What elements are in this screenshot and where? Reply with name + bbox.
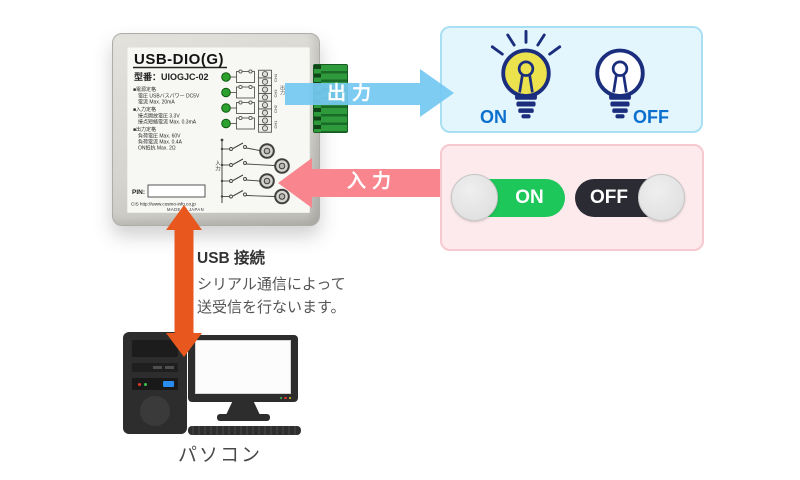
slot-detail — [165, 366, 174, 369]
light-rays — [490, 30, 562, 56]
usb-note-line1: シリアル通信によって — [197, 276, 346, 293]
monitor-led — [279, 396, 282, 399]
tower-power-button — [163, 381, 174, 387]
bulb-off-label: OFF — [633, 107, 669, 127]
tower-speaker — [140, 396, 170, 426]
channel-label: CH4 — [273, 73, 278, 82]
input-section-label: 入力 — [214, 160, 221, 172]
monitor-led — [284, 396, 287, 399]
spec-line: ■入力定格 — [133, 106, 156, 113]
tower-led-red — [138, 382, 141, 386]
output-arrow — [285, 69, 454, 117]
pin-label: PIN: — [132, 189, 145, 196]
pc-tower — [123, 332, 187, 434]
usb-connection-arrow — [166, 205, 202, 357]
pc-monitor — [188, 335, 298, 402]
lightbulb-off-icon — [595, 48, 645, 119]
input-screw-terminals — [259, 143, 290, 205]
tower-control-panel — [132, 378, 178, 390]
spec-line: 負荷電流 Max. 0.4A — [138, 139, 183, 146]
spec-line: 電流 Max. 20mA — [138, 99, 175, 106]
channel-label: CH2 — [273, 104, 278, 113]
pin-box — [147, 184, 206, 198]
input-source-panel: ON OFF — [440, 144, 704, 251]
input-arrow-label: 入力 — [346, 171, 397, 192]
status-leds — [221, 72, 231, 129]
toggle-on-knob — [451, 174, 498, 221]
monitor-stand-neck — [226, 402, 260, 415]
spec-line: ■出力定格 — [133, 126, 156, 133]
device-specs: ■電源定格 電圧 USBバスパワー DC5V 電流 Max. 20mA ■入力定… — [133, 86, 200, 152]
spec-line: ON抵抗 Max. 2Ω — [138, 145, 176, 152]
input-arrow — [278, 158, 440, 208]
spec-line: ■電源定格 — [133, 86, 156, 93]
tower-drive-bay — [132, 340, 178, 357]
slot-detail — [153, 366, 162, 369]
output-arrow-label: 出力 — [326, 83, 377, 104]
lightbulb-on-icon — [490, 30, 562, 119]
toggle-off-knob — [638, 174, 685, 221]
spec-line: 接点開放電圧 3.3V — [138, 113, 180, 120]
monitor-stand-base — [217, 414, 270, 421]
channel-labels: CH4 CH3 CH2 CH1 — [273, 73, 278, 128]
spec-line: 接点短絡電流 Max. 0.3mA — [138, 119, 197, 126]
usb-note: USB 接続 シリアル通信によって 送受信を行ないます。 — [197, 246, 397, 319]
usb-note-title: USB 接続 — [197, 250, 266, 267]
spec-line: 電圧 USBバスパワー DC5V — [138, 94, 200, 100]
monitor-screen — [195, 340, 291, 394]
terminal-strip — [258, 69, 272, 133]
device-title: USB-DIO(G) — [134, 51, 224, 68]
pc-label: パソコン — [177, 445, 262, 466]
device-model: 型番：UIOGJC-02 — [134, 71, 209, 82]
tower-led-green — [144, 382, 147, 386]
output-circuit-diagram: CH4 CH3 CH2 CH1 出力 — [221, 69, 285, 133]
monitor-led — [288, 396, 291, 399]
channel-label: CH3 — [273, 89, 278, 98]
spec-line: 負荷電圧 Max. 60V — [138, 133, 181, 140]
monitor-leds — [279, 396, 291, 399]
output-section-label: 出力 — [279, 84, 285, 96]
tower-disc-slot — [132, 363, 178, 372]
output-result-panel: ON OFF — [440, 26, 703, 133]
vendor-line: CIS http://www.cosmo-info.co.jp — [131, 202, 196, 207]
usb-note-line2: 送受信を行ないます。 — [197, 299, 346, 316]
channel-label: CH1 — [273, 120, 278, 129]
pc-keyboard — [188, 426, 301, 435]
bulb-on-label: ON — [480, 107, 507, 127]
input-circuit-diagram: 入力 — [214, 138, 290, 205]
device-front-label: USB-DIO(G) 型番：UIOGJC-02 ■電源定格 電圧 USBバスパワ… — [127, 47, 310, 213]
